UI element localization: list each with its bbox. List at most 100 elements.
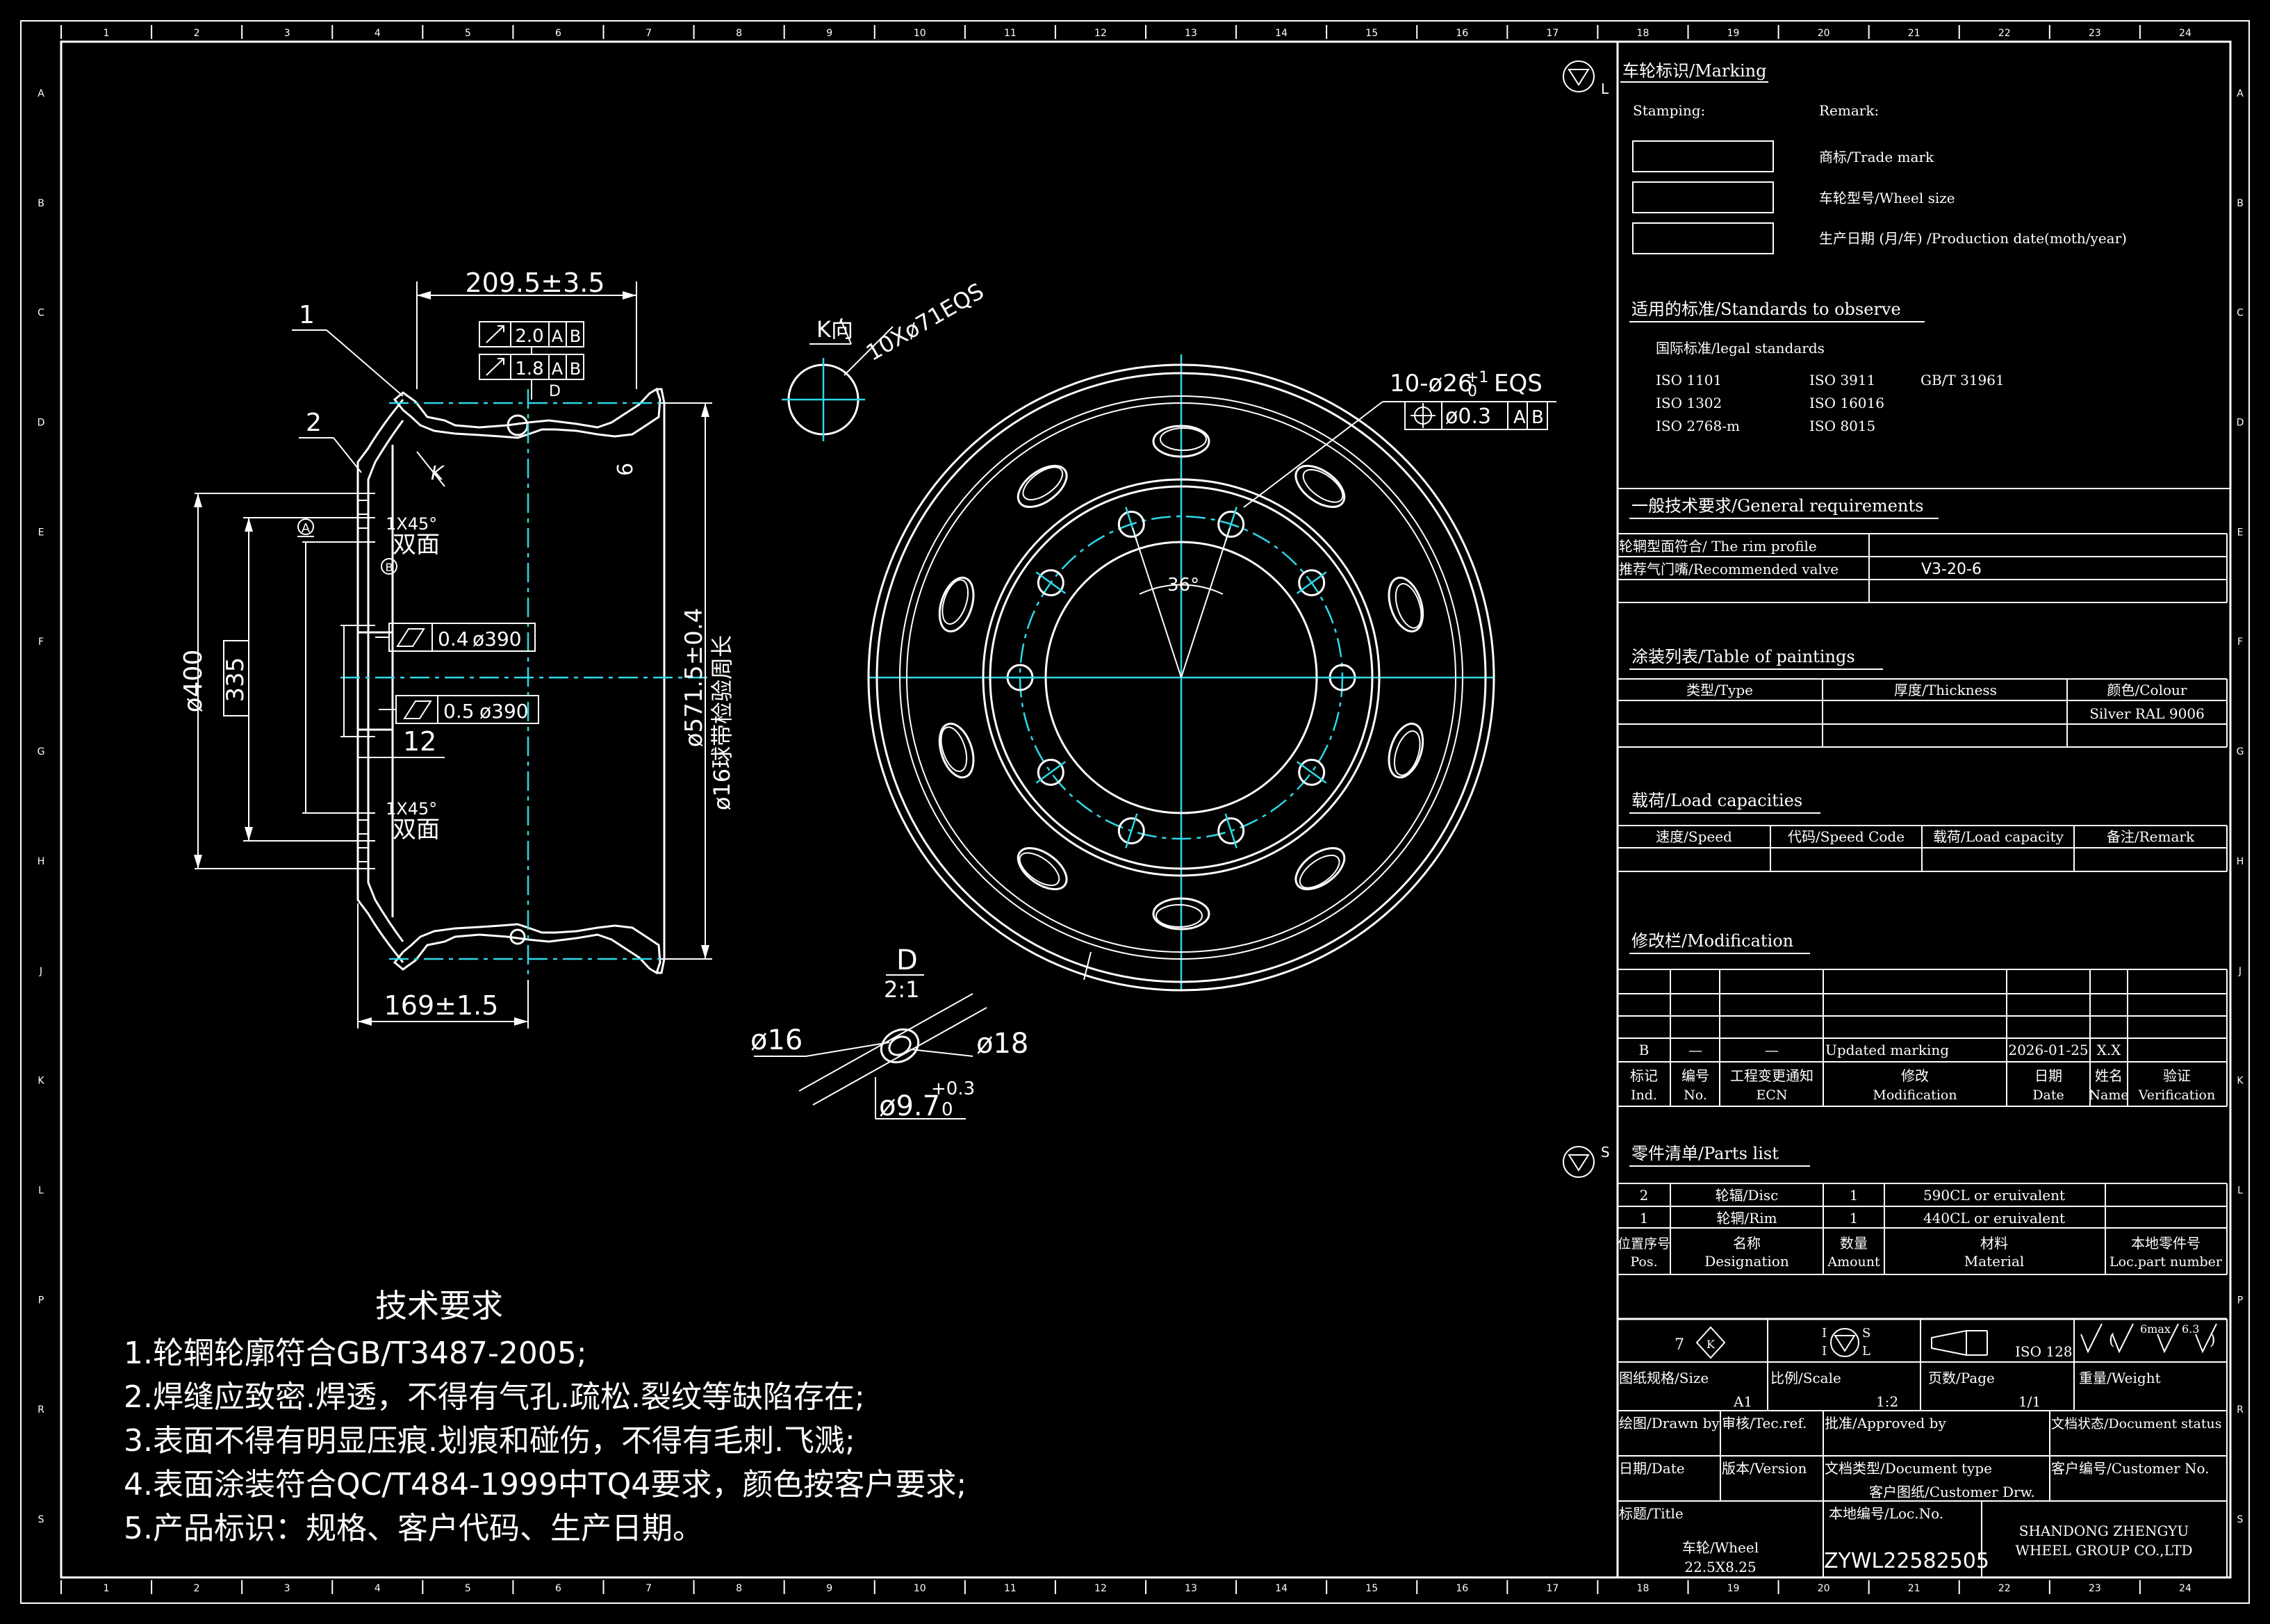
std-iso-2768: ISO 2768-m (1656, 418, 1740, 434)
grid-row-C: C (38, 308, 44, 319)
production-date-label: 生产日期 (月/年) /Production date(moth/year) (1819, 230, 2127, 247)
mod-h-date-en: Date (2032, 1088, 2064, 1103)
vent-hole-inner (941, 579, 969, 625)
title-value-1: 车轮/Wheel (1682, 1539, 1759, 1556)
grid-col-13: 13 (1185, 1583, 1197, 1594)
chamfer-top: 1X45° (386, 514, 437, 534)
symbol-l: L (1862, 1344, 1870, 1359)
load-code-header: 代码/Speed Code (1788, 828, 1905, 845)
grid-col-20: 20 (1818, 1583, 1830, 1594)
approved-by-label: 批准/Approved by (1825, 1415, 1946, 1432)
paint-type-header: 类型/Type (1686, 682, 1753, 698)
grid-col-23: 23 (2089, 28, 2101, 39)
title-label: 标题/Title (1619, 1505, 1684, 1522)
bolt-hole (1037, 758, 1064, 786)
loc-no-label: 本地编号/Loc.No. (1829, 1505, 1943, 1522)
document-status-label: 文档状态/Document status (2051, 1416, 2221, 1432)
grid-col-24: 24 (2179, 28, 2191, 39)
k-view-title: K向 (816, 316, 853, 343)
grid-col-17: 17 (1546, 1583, 1558, 1594)
parts-h-qty: 数量 (1840, 1235, 1868, 1252)
roughness-6max: 6max (2140, 1322, 2171, 1336)
size-value: A1 (1733, 1393, 1752, 1410)
grid-row-B: B (38, 198, 44, 209)
grid-col-19: 19 (1727, 28, 1740, 39)
gdt1-datum-a: A (552, 327, 564, 346)
mod-h-date: 日期 (2034, 1067, 2062, 1084)
grid-row-K: K (2237, 1076, 2244, 1087)
parts-h-local-en: Loc.part number (2109, 1254, 2223, 1270)
grid-col-13: 13 (1185, 28, 1197, 39)
mod-h-ver-en: Verification (2138, 1088, 2215, 1103)
bolt-hole-pattern (1002, 507, 1360, 848)
company-name-1: SHANDONG ZHENGYU (2019, 1523, 2189, 1539)
position-datum-a: A (1513, 407, 1526, 428)
vent-hole-inner (1022, 466, 1064, 501)
dim-400: ø400 (179, 650, 208, 713)
grid-col-22: 22 (1998, 1583, 2011, 1594)
document-type-label: 文档类型/Document type (1825, 1460, 1992, 1477)
detail-title: D (896, 944, 918, 976)
modification-title: 修改栏/Modification (1631, 931, 1793, 951)
symbol-i2: I (1822, 1344, 1827, 1359)
scale-label: 比例/Scale (1770, 1370, 1841, 1386)
detail-tol-up: +0.3 (931, 1078, 975, 1099)
grid-row-R: R (2237, 1404, 2244, 1416)
vent-hole (1152, 897, 1210, 930)
callout-2: 2 (306, 409, 322, 437)
tech-title: 技术要求 (375, 1287, 503, 1324)
grid-row-H: H (2237, 856, 2244, 867)
grid-col-8: 8 (736, 1583, 742, 1594)
grid-row-S: S (38, 1514, 44, 1525)
mod-h-no-en: No. (1684, 1088, 1707, 1103)
bolt-tol-lo: 0 (1467, 383, 1477, 400)
detail-d18: ø18 (976, 1028, 1028, 1060)
section-view: 209.5±3.5 2.0 A B 1.8 A B D K 6 1 2 ø400 (179, 268, 735, 1028)
grid-col-3: 3 (284, 28, 290, 39)
datum-a-bubble: A (302, 521, 311, 536)
customer-no-label: 客户编号/Customer No. (2051, 1460, 2210, 1477)
roughness-bracket-close: ) (2210, 1331, 2216, 1349)
grid-row-L: L (38, 1186, 44, 1197)
grid-row-F: F (38, 637, 44, 648)
vent-hole-inner (1302, 468, 1344, 503)
grid-row-A: A (2237, 88, 2244, 99)
mod-h-mod: 修改 (1901, 1067, 1929, 1084)
flatness-1-diameter: ø390 (472, 628, 522, 650)
size-label: 图纸规格/Size (1619, 1370, 1709, 1386)
date-label: 日期/Date (1619, 1460, 1685, 1477)
page-label: 页数/Page (1928, 1370, 1995, 1386)
gdt2-datum-a: A (552, 359, 564, 379)
grid-col-7: 7 (645, 28, 652, 39)
parts-h-local: 本地零件号 (2131, 1235, 2201, 1252)
loc-no-value: ZYWL22582505 (1824, 1549, 1989, 1573)
page-value: 1/1 (2018, 1393, 2041, 1410)
grid-col-16: 16 (1456, 1583, 1468, 1594)
grid-col-18: 18 (1637, 1583, 1650, 1594)
bolt-hole-centerline (1224, 813, 1237, 848)
bolt-hole-centerline (1125, 813, 1138, 848)
dim-571-5: ø571.5±0.4 (680, 608, 708, 748)
face-top: 双面 (393, 531, 440, 559)
vent-hole (1388, 722, 1424, 779)
bolt-hole (1117, 510, 1145, 538)
vent-hole (938, 722, 975, 779)
grid-row-G: G (38, 746, 45, 757)
vent-hole (938, 576, 975, 633)
grid-col-9: 9 (826, 1583, 832, 1594)
gdt2-value: 1.8 (515, 359, 543, 379)
detail-d16: ø16 (750, 1024, 803, 1056)
bolt-eqs: EQS (1494, 370, 1543, 397)
grid-row-S: S (2237, 1514, 2244, 1525)
mod-h-ind: 标记 (1630, 1067, 1658, 1084)
grid-col-17: 17 (1546, 28, 1558, 39)
roughness-bracket: ( (2109, 1331, 2115, 1349)
scale-value: 1:2 (1876, 1393, 1898, 1410)
mod-h-no: 编号 (1681, 1067, 1709, 1084)
mod-h-ecn-en: ECN (1756, 1088, 1787, 1103)
grid-col-7: 7 (645, 1583, 652, 1594)
tec-ref-label: 审核/Tec.ref. (1722, 1415, 1807, 1432)
symbol-s: S (1862, 1326, 1870, 1340)
grid-row-L: L (2237, 1186, 2243, 1197)
